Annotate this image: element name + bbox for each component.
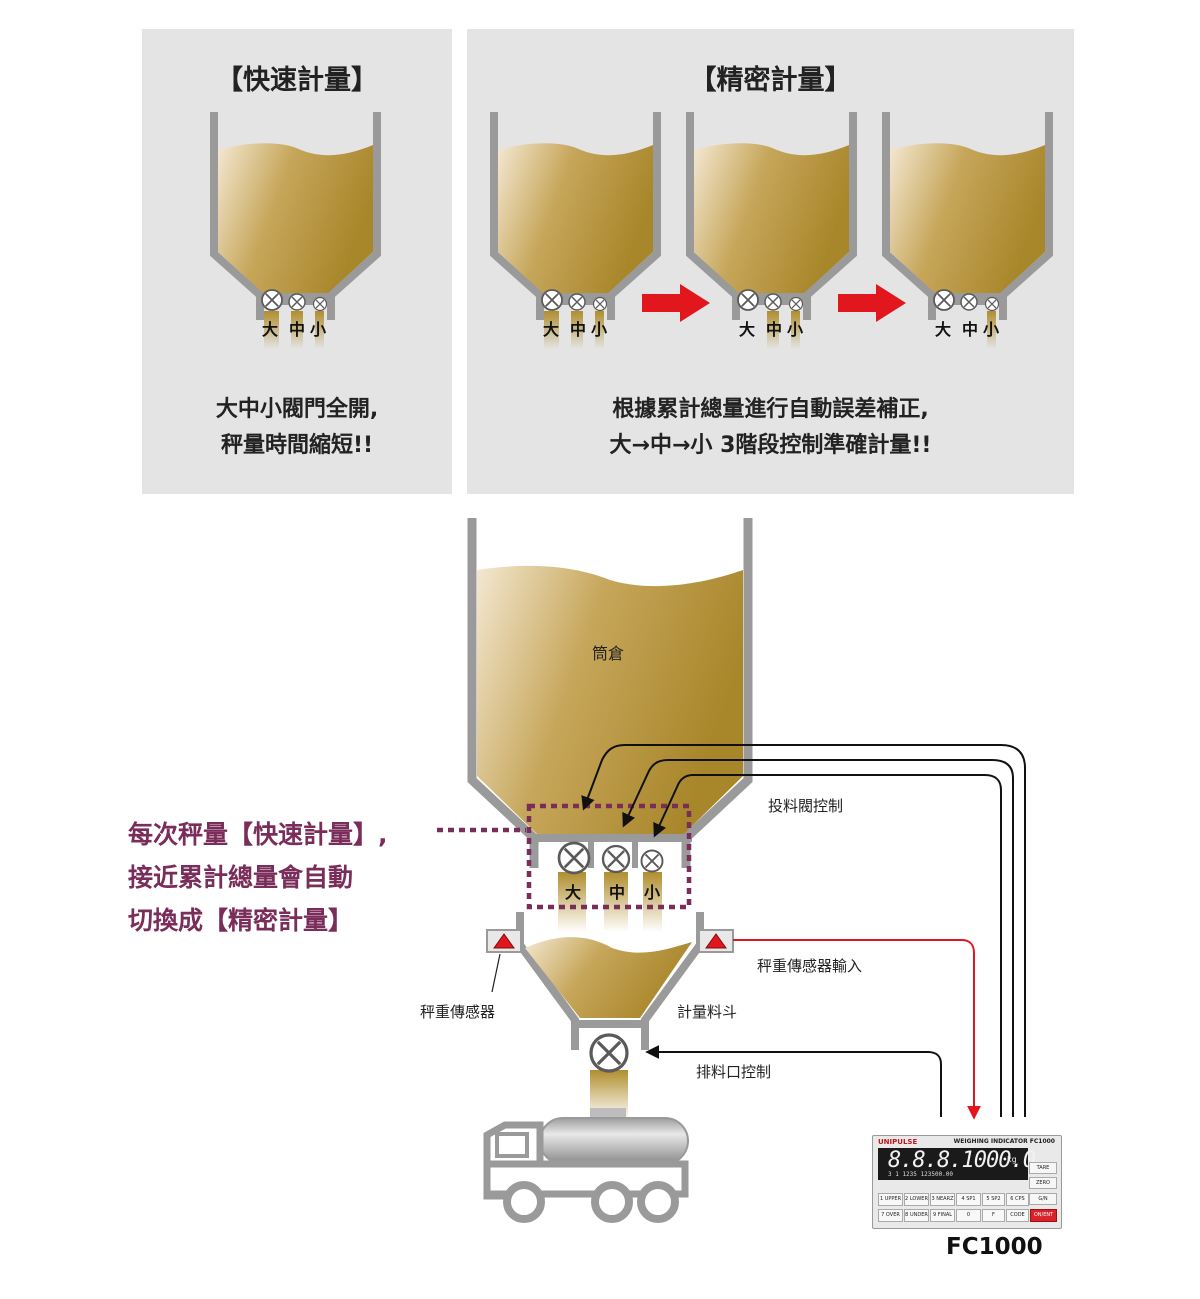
device-brand: UNIPULSE [878, 1138, 918, 1146]
stage1-valve-label-small: 小 [591, 320, 608, 339]
load-cell-input-label: 秤重傳感器輸入 [757, 957, 863, 975]
precise-zone-box [526, 803, 692, 910]
note-line-2: 接近累計總量會自動 [128, 863, 354, 892]
fast-valve-label-large: 大 [262, 320, 279, 339]
device-key[interactable]: 2 LOWER [904, 1193, 929, 1206]
main-valve-label-large: 大 [565, 883, 582, 902]
large-valve-icon [557, 841, 591, 875]
note-line-3: 切換成【精密計量】 [128, 906, 354, 935]
device-key[interactable]: 3 NEARZ [930, 1193, 955, 1206]
weighing-indicator-device: UNIPULSE WEIGHING INDICATOR FC1000 8.8.8… [872, 1135, 1062, 1229]
stage2-valve-label-large: 大 [739, 320, 756, 339]
stage3-valve-label-large: 大 [935, 320, 952, 339]
device-key[interactable]: CODE [1006, 1209, 1029, 1222]
medium-valve-icon [601, 844, 631, 874]
note-line-1: 每次秤量【快速計量】, [128, 820, 388, 849]
device-key-tare[interactable]: TARE [1029, 1162, 1057, 1174]
silo-walls [467, 518, 753, 868]
fast-metering-desc-1: 大中小閥門全開, [215, 397, 379, 422]
device-key[interactable]: 0 [956, 1209, 981, 1222]
device-display-unit: kg [1007, 1155, 1017, 1164]
silo-material [477, 565, 743, 834]
auto-switch-note: 每次秤量【快速計量】, 接近累計總量會自動 切換成【精密計量】 [128, 813, 388, 942]
device-display: 8.8.8.1000.0 kg 3 1 1235 123500.00 [878, 1148, 1036, 1180]
stage2-valve-label-medium: 中 [766, 320, 783, 339]
device-key[interactable]: 9 FINAL [930, 1209, 955, 1222]
fast-valve-label-small: 小 [310, 320, 327, 339]
main-valve-label-small: 小 [644, 883, 661, 902]
discharge-control-label: 排料口控制 [696, 1063, 772, 1081]
main-valve-label-medium: 中 [609, 883, 626, 902]
fast-valves [261, 289, 328, 349]
device-key[interactable]: 1 UPPER [878, 1193, 903, 1206]
stage-arrow-1 [642, 284, 710, 322]
stage2-valve-label-small: 小 [787, 320, 804, 339]
fast-hopper-icon [210, 112, 381, 320]
stage3-valve-label-small: 小 [983, 320, 1000, 339]
load-cell-label: 秤重傳感器 [420, 1003, 496, 1021]
device-key[interactable]: 6 CPS [1006, 1193, 1029, 1206]
feed-valve-control-label: 投料閥控制 [768, 797, 844, 815]
load-cell-right-icon [698, 929, 734, 953]
device-key-gn[interactable]: G/N [1029, 1193, 1057, 1205]
stage-arrow-2 [838, 284, 906, 322]
fast-metering-desc-2: 秤量時間縮短!! [220, 433, 374, 458]
device-display-main: 8.8.8.1000.0 [888, 1148, 1036, 1173]
device-model-label: FC1000 [946, 1234, 1043, 1260]
load-cell-left-icon [486, 929, 522, 953]
stage1-valve-label-large: 大 [543, 320, 560, 339]
fast-metering-title: 【快速計量】 [216, 65, 378, 96]
precise-hopper-stage3-icon [882, 112, 1053, 320]
precise-metering-title: 【精密計量】 [689, 65, 852, 96]
stage1-valve-label-medium: 中 [570, 320, 587, 339]
device-title: WEIGHING INDICATOR FC1000 [953, 1138, 1055, 1145]
discharge-valve-icon [589, 1033, 629, 1073]
silo-label: 筒倉 [592, 644, 625, 663]
device-display-sub: 3 1 1235 123500.00 [888, 1171, 954, 1178]
precise-metering-desc-2: 大→中→小 3階段控制準確計量!! [609, 433, 932, 458]
precise-hopper-stage2-icon [686, 112, 857, 320]
device-key[interactable]: 7 OVER [878, 1209, 903, 1222]
weigh-hopper-label: 計量料斗 [677, 1003, 738, 1021]
precise-metering-desc-1: 根據累計總量進行自動誤差補正, [612, 397, 929, 422]
small-valve-icon [640, 849, 664, 873]
device-key[interactable]: 8 UNDER [904, 1209, 929, 1222]
fast-valve-label-medium: 中 [289, 320, 306, 339]
weigh-hopper-material [525, 937, 692, 1018]
stage3-valve-label-medium: 中 [962, 320, 979, 339]
precise-hopper-stage1-icon [490, 112, 661, 320]
device-key[interactable]: 5 SP2 [982, 1193, 1005, 1206]
device-key[interactable]: F [982, 1209, 1005, 1222]
device-key[interactable]: 4 SP1 [956, 1193, 981, 1206]
device-key-zero[interactable]: ZERO [1029, 1177, 1057, 1189]
truck-icon [483, 1108, 689, 1223]
device-key-enter[interactable]: ON/ENT [1030, 1209, 1057, 1222]
